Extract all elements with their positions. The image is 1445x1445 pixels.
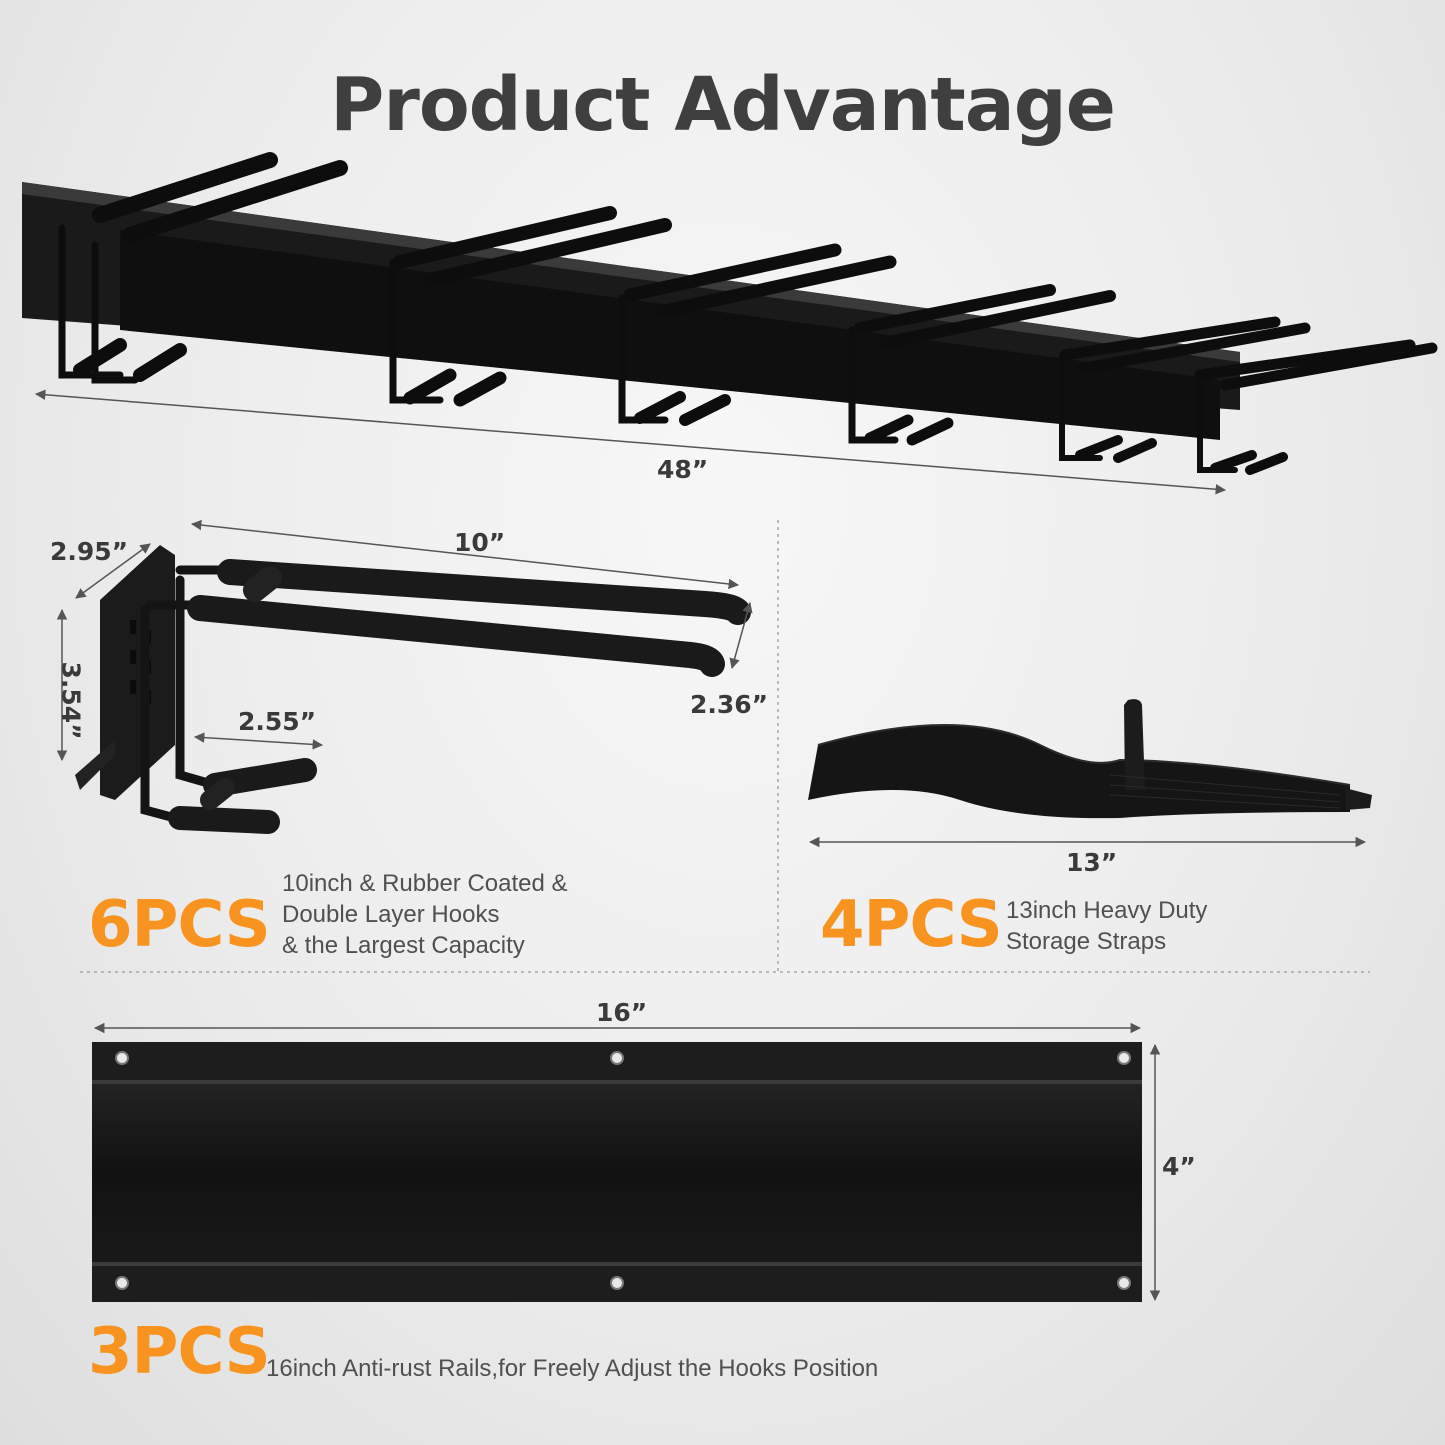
hook-lower-label: 2.55” [238, 707, 317, 736]
hook-height-label: 3.54” [56, 661, 86, 740]
hook-count-label: 6PCS [88, 888, 271, 962]
full-rack-assembly [22, 152, 1438, 495]
strap-desc-line: 13inch Heavy Duty [1006, 897, 1208, 924]
strap-desc-line: Storage Straps [1006, 928, 1167, 955]
strap-length-label: 13” [1066, 848, 1118, 877]
rack-length-label: 48” [657, 455, 709, 484]
rail [92, 1022, 1161, 1302]
hook-length-label: 10” [454, 528, 506, 557]
hook-length-dimension [190, 519, 740, 590]
rail-description: 16inch Anti-rust Rails,for Freely Adjust… [266, 1355, 879, 1382]
hook-description: 10inch & Rubber Coated & Double Layer Ho… [282, 868, 568, 961]
single-hook [56, 519, 753, 834]
hook-width-label: 2.95” [50, 537, 129, 566]
hook-spacing-dimension [729, 601, 753, 670]
page-title: Product Advantage [330, 62, 1116, 148]
hook-desc-line: & the Largest Capacity [282, 932, 525, 959]
strap-description: 13inch Heavy Duty Storage Straps [1006, 895, 1207, 957]
hook-width-dimension [75, 543, 151, 599]
storage-strap [808, 699, 1372, 848]
rack-hook-1 [58, 152, 348, 384]
rack-length-dimension [34, 389, 1227, 495]
rail-height-label: 4” [1162, 1152, 1196, 1181]
rail-count-label: 3PCS [88, 1315, 271, 1389]
strap-count-label: 4PCS [820, 888, 1003, 962]
hook-spacing-label: 2.36” [690, 690, 769, 719]
hook-desc-line: 10inch & Rubber Coated & [282, 870, 568, 897]
rail-length-label: 16” [596, 998, 648, 1027]
hook-desc-line: Double Layer Hooks [282, 901, 500, 928]
hook-lower-dimension [193, 732, 324, 750]
